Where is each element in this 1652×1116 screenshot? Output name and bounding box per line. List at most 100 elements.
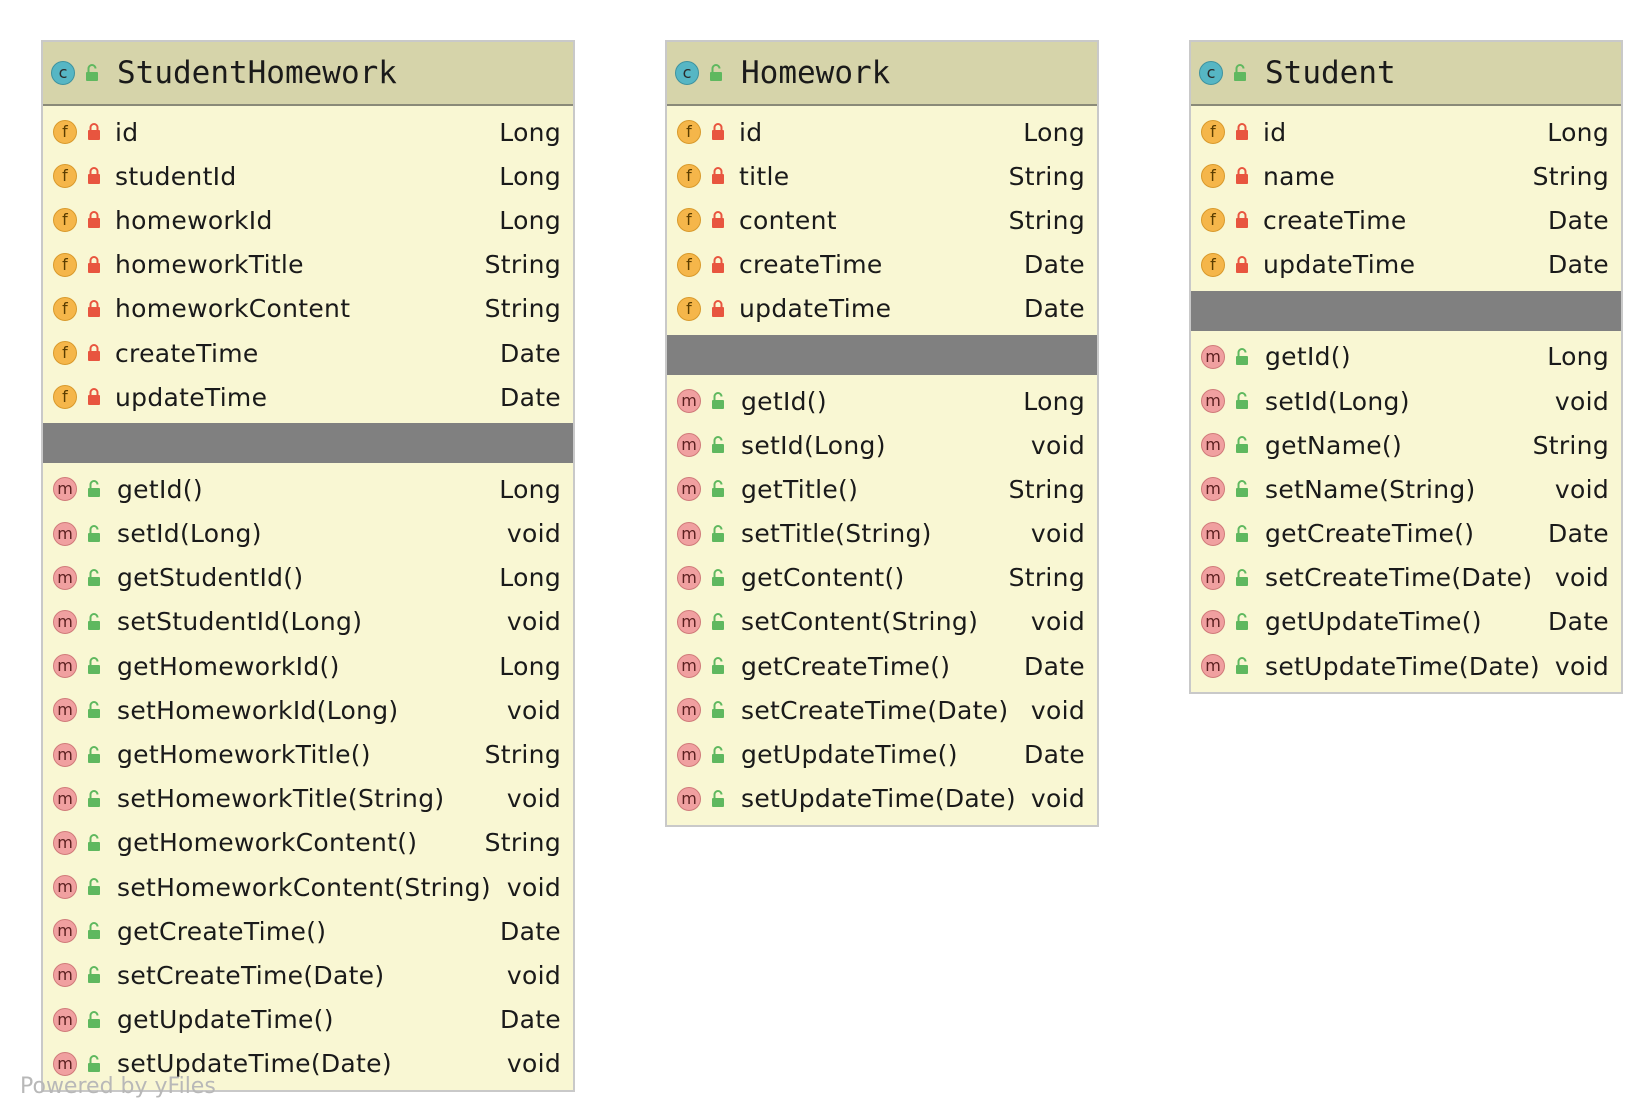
method-signature: setCreateTime(Date) xyxy=(117,960,385,990)
public-lock-icon xyxy=(711,524,727,543)
public-lock-icon xyxy=(711,701,727,719)
class-icon: c xyxy=(51,61,75,85)
method-return-type: String xyxy=(484,828,561,858)
private-lock-icon xyxy=(711,299,725,318)
method-signature: getHomeworkContent() xyxy=(117,828,418,858)
method-return-type: Date xyxy=(1024,740,1085,770)
class-header: c Student xyxy=(1191,42,1621,106)
private-lock-icon xyxy=(87,211,101,229)
field-type: Date xyxy=(1024,294,1085,324)
method-return-type: void xyxy=(1554,563,1609,593)
field-icon: f xyxy=(53,385,77,410)
private-lock-icon xyxy=(711,167,725,185)
method-return-type: Date xyxy=(500,1005,561,1035)
field-icon: f xyxy=(53,208,77,233)
method-return-type: void xyxy=(506,519,561,549)
private-lock-icon xyxy=(87,123,101,141)
method-signature: getUpdateTime() xyxy=(1265,607,1482,637)
field-icon: f xyxy=(1201,252,1225,277)
method-icon: m xyxy=(1201,654,1225,679)
private-lock-icon xyxy=(87,255,101,274)
private-lock-icon xyxy=(87,299,101,318)
public-lock-icon xyxy=(711,568,727,587)
method-icon: m xyxy=(53,477,77,502)
method-signature: getUpdateTime() xyxy=(741,740,958,770)
method-signature: getCreateTime() xyxy=(1265,519,1475,549)
method-return-type: String xyxy=(1532,430,1609,460)
method-signature: setHomeworkTitle(String) xyxy=(117,784,445,814)
method-signature: setId(Long) xyxy=(117,519,262,549)
method-icon: m xyxy=(1201,565,1225,590)
method-signature: setContent(String) xyxy=(741,607,979,637)
method-return-type: Date xyxy=(1024,651,1085,681)
class-icon: c xyxy=(1199,61,1223,85)
method-signature: setTitle(String) xyxy=(741,519,932,549)
method-signature: setId(Long) xyxy=(741,430,886,460)
method-return-type: String xyxy=(1008,474,1085,504)
public-lock-icon xyxy=(87,966,103,984)
field-type: String xyxy=(1008,161,1085,191)
public-lock-icon xyxy=(1235,392,1251,410)
field-type: String xyxy=(1532,161,1609,191)
field-name: updateTime xyxy=(1263,250,1416,280)
class-title: Student xyxy=(1265,55,1396,91)
method-signature: getContent() xyxy=(741,563,905,593)
field-icon: f xyxy=(677,252,701,277)
public-lock-icon xyxy=(87,922,103,940)
public-lock-icon xyxy=(87,612,103,631)
field-type: Long xyxy=(1023,117,1085,147)
